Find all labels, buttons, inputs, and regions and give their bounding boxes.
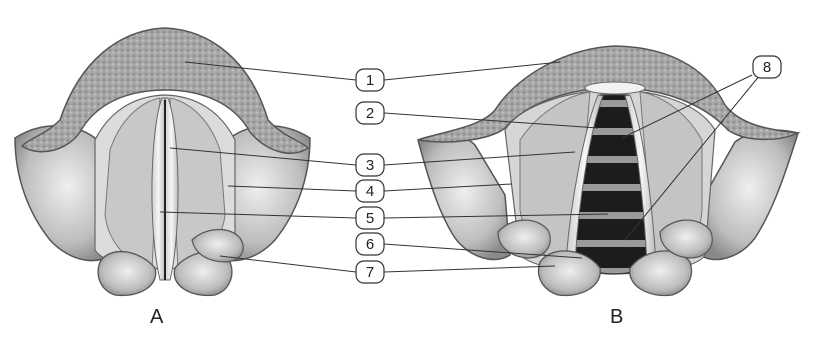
callout-6: 6 [356, 233, 384, 255]
callout-4-label: 4 [366, 183, 374, 200]
callout-1: 1 [356, 69, 384, 91]
panel-label-a: A [150, 306, 163, 329]
callout-2: 2 [356, 102, 384, 124]
panel-b-lateral-wall [418, 135, 510, 260]
callout-5: 5 [356, 207, 384, 229]
callout-7-label: 7 [366, 264, 374, 281]
callout-3: 3 [356, 154, 384, 176]
callout-7: 7 [356, 261, 384, 283]
callout-5-label: 5 [366, 210, 374, 227]
panel-b-illustration [418, 46, 798, 295]
callout-4: 4 [356, 180, 384, 202]
leader-line-7b [384, 266, 555, 272]
panel-a-illustration [15, 28, 310, 295]
callout-1-label: 1 [366, 72, 374, 89]
callout-3-label: 3 [366, 157, 374, 174]
callout-8: 8 [753, 56, 781, 78]
callout-6-label: 6 [366, 236, 374, 253]
callout-8-label: 8 [763, 59, 771, 76]
panel-label-b: B [610, 306, 623, 329]
callout-2-label: 2 [366, 105, 374, 122]
leader-line-7a [220, 256, 356, 272]
